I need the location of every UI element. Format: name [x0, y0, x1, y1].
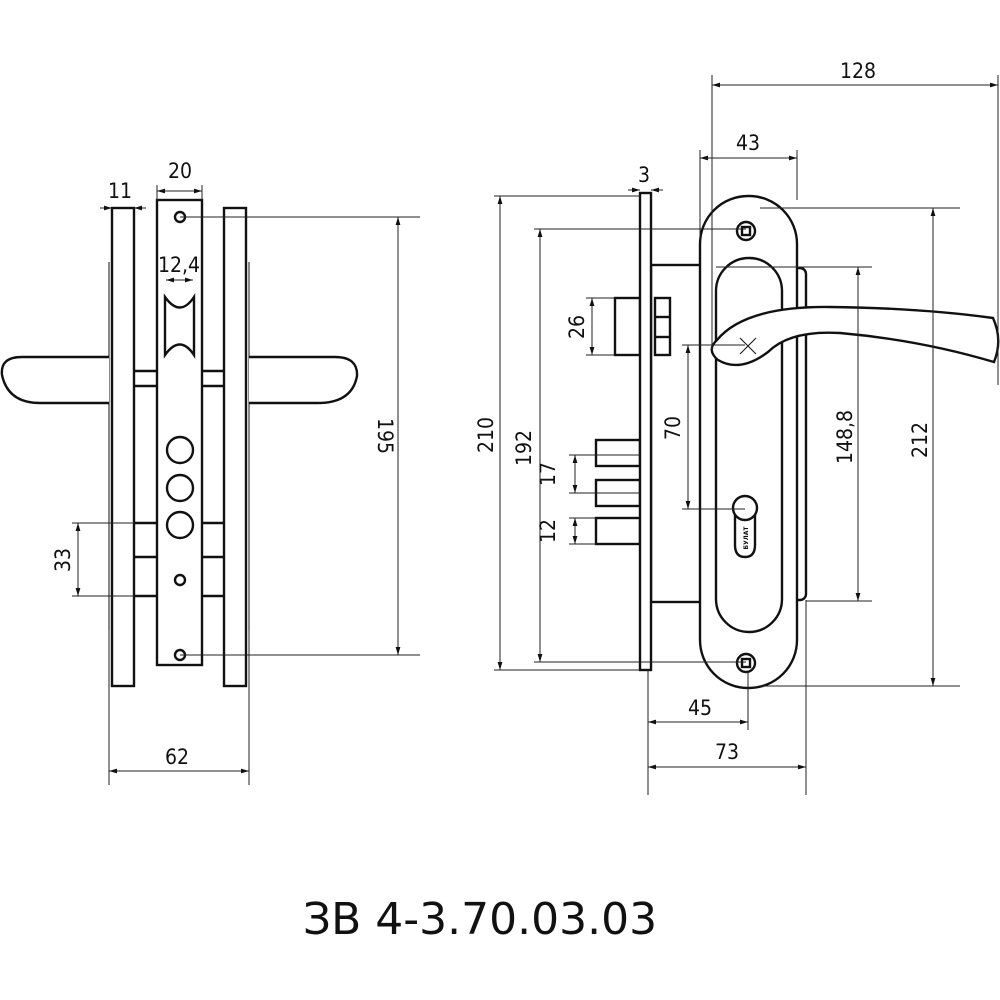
dim-45: 45	[688, 696, 712, 720]
deadbolt	[594, 516, 642, 546]
bolt-hole	[165, 473, 195, 503]
dim-62: 62	[165, 745, 189, 769]
dim-26: 26	[565, 315, 589, 339]
mortise-faceplate	[155, 198, 204, 667]
model-title: ЗВ 4-3.70.03.03	[303, 894, 657, 945]
cylinder-icon: БУЛАТ	[731, 494, 759, 559]
dim-12-4: 12,4	[158, 253, 200, 277]
handle-left	[0, 355, 109, 405]
dim-195: 195	[373, 418, 397, 454]
dim-17: 17	[536, 462, 560, 486]
handle-axis-mark	[739, 337, 757, 355]
dim-210: 210	[474, 417, 498, 453]
side-view: 11 20 12,4 195 33 62	[0, 159, 420, 785]
bolt-hole	[165, 510, 195, 540]
front-view: БУЛАТ 128 43 3 210 192 26 70 17 12 148,8	[474, 59, 1000, 795]
handle-right	[249, 355, 359, 405]
cylinder-brand: БУЛАТ	[743, 526, 750, 550]
screw-icon	[173, 573, 187, 587]
dim-33: 33	[51, 548, 75, 572]
escutcheon-right	[222, 206, 248, 688]
latch-bolt	[613, 296, 672, 357]
dim-73: 73	[715, 740, 739, 764]
escutcheon-inner	[714, 256, 784, 634]
dim-11: 11	[108, 179, 132, 203]
latch-slot	[163, 293, 196, 359]
screw-icon	[735, 220, 757, 242]
dim-12: 12	[536, 519, 560, 543]
escutcheon-left	[110, 206, 136, 688]
dim-212: 212	[908, 422, 932, 458]
dim-148-8: 148,8	[833, 410, 857, 464]
bolt-hole	[165, 435, 195, 465]
deadbolt	[594, 438, 642, 468]
screw-icon	[735, 652, 757, 674]
dim-192: 192	[512, 430, 536, 466]
dim-43: 43	[736, 131, 760, 155]
dim-3: 3	[638, 163, 650, 187]
dim-20: 20	[168, 159, 192, 183]
dim-70: 70	[661, 416, 685, 440]
dim-128: 128	[840, 59, 876, 83]
faceplate	[638, 191, 653, 672]
lever-handle	[710, 305, 1000, 367]
